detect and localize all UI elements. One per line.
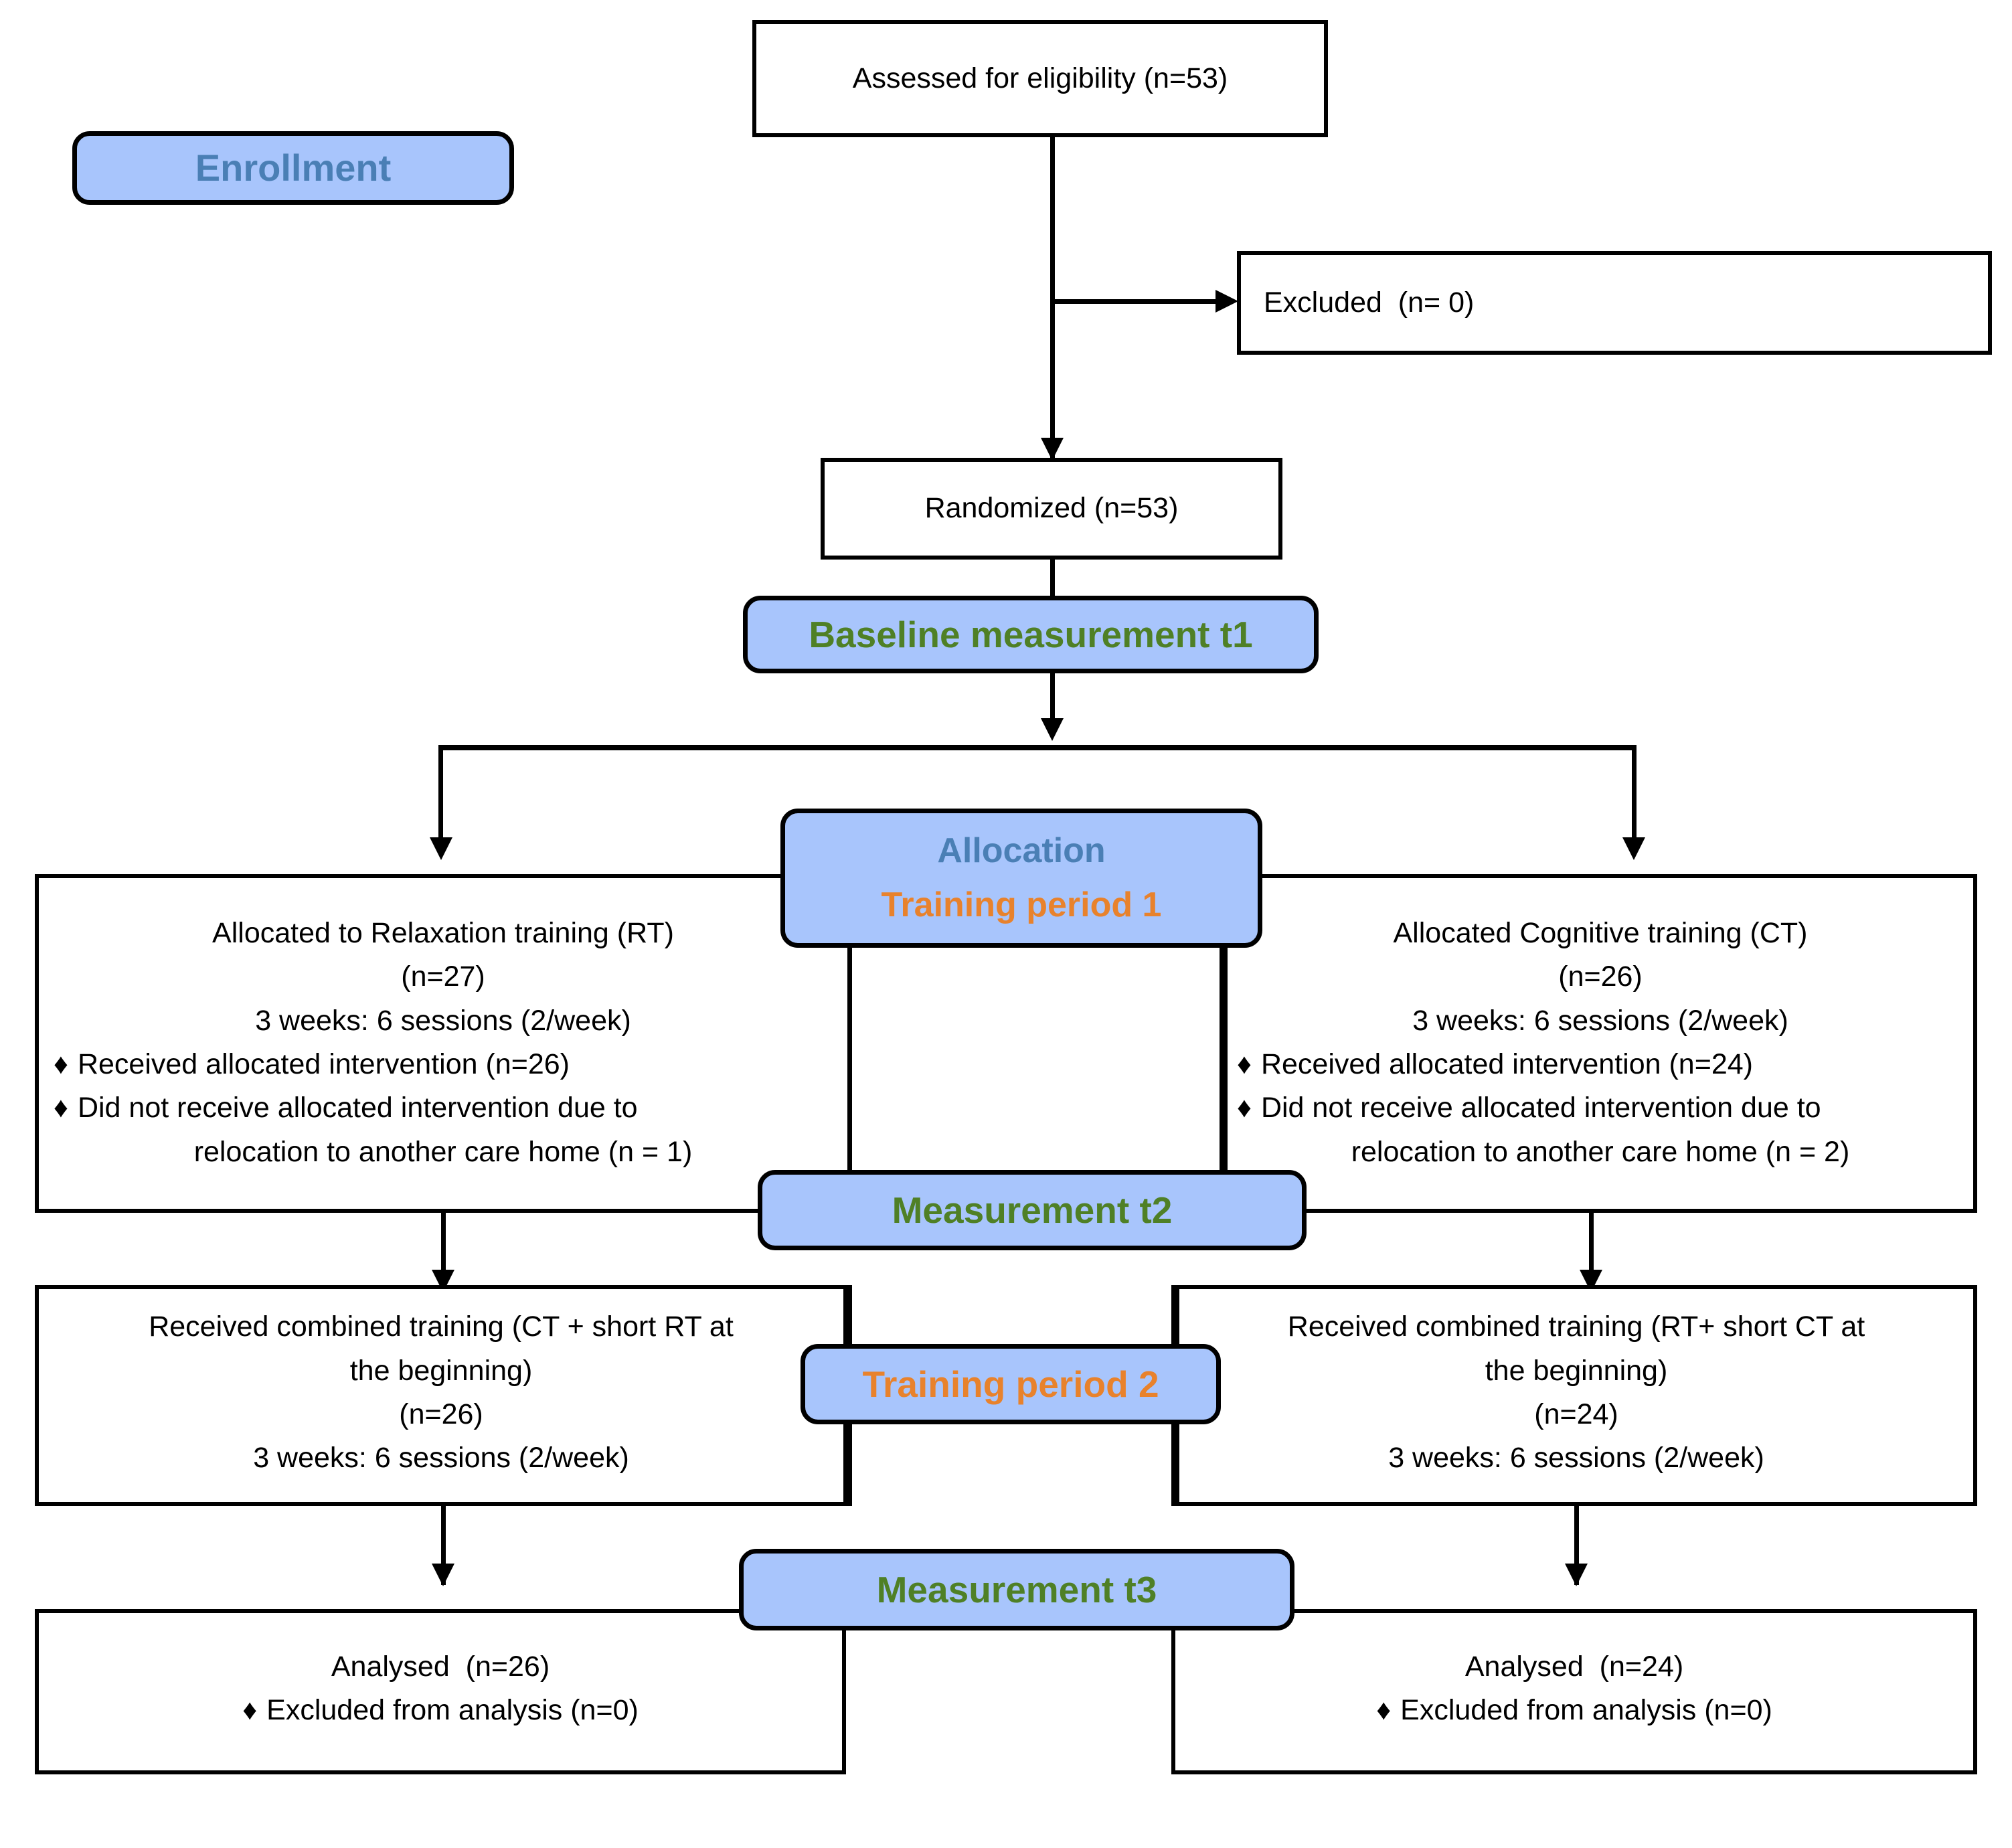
arrowhead-combined-left-to-analysed-left <box>432 1564 454 1586</box>
node-allocated-left-line-1: (n=27) <box>401 960 485 993</box>
node-allocated-left-bullet-1-text: Did not receive allocated intervention d… <box>77 1092 638 1124</box>
node-combined-right-line-2: (n=24) <box>1534 1398 1618 1430</box>
node-allocated-right-bullet-0: ♦Received allocated intervention (n=24) <box>1228 1043 1753 1086</box>
node-combined-left-line-2: (n=26) <box>399 1398 483 1430</box>
connector-randomized-to-baseline <box>1050 560 1055 601</box>
bullet-diamond-icon: ♦ <box>54 1092 68 1124</box>
node-allocated-left-bullet-0-text: Received allocated intervention (n=26) <box>77 1048 570 1081</box>
arrowhead-split-left <box>430 837 452 860</box>
node-allocated-left-line-0: Allocated to Relaxation training (RT) <box>212 917 674 949</box>
arrowhead-baseline-to-split <box>1041 718 1064 741</box>
node-analysed-left-line-0: Analysed (n=26) <box>331 1651 550 1683</box>
bullet-diamond-icon: ♦ <box>1376 1694 1392 1727</box>
node-randomized-line-0: Randomized (n=53) <box>924 492 1179 525</box>
stage-badge-enrollment: Enrollment <box>72 131 514 205</box>
node-analysed-right-bullet-0-text: Excluded from analysis (n=0) <box>1400 1694 1772 1727</box>
node-combined-training-left: Received combined training (CT + short R… <box>35 1285 847 1506</box>
connector-baseline-to-split <box>1050 673 1055 722</box>
connector-split-right-drop <box>1632 745 1637 847</box>
node-allocated-right-bullet-continuation: relocation to another care home (n = 2) <box>1351 1135 1850 1168</box>
stage-badge-measurement-t2: Measurement t2 <box>758 1170 1307 1250</box>
arrowhead-assessed-to-randomized <box>1041 438 1064 460</box>
arrowhead-combined-right-to-analysed-right <box>1565 1564 1588 1586</box>
stage-badge-allocation: Allocation Training period 1 <box>780 809 1262 948</box>
node-allocated-left-bullet-0: ♦ Received allocated intervention (n=26) <box>39 1043 570 1086</box>
connector-combined-right-to-analysed-right <box>1574 1506 1579 1585</box>
node-allocated-right-bullet-1-text: Did not receive allocated intervention d… <box>1260 1092 1821 1124</box>
node-allocated-right-line-2: 3 weeks: 6 sessions (2/week) <box>1412 1004 1788 1037</box>
stage-badge-training-period-2-label: Training period 2 <box>862 1363 1159 1405</box>
node-analysed-right-bullet-0: ♦Excluded from analysis (n=0) <box>1376 1689 1772 1732</box>
node-allocated-left-bullet-continuation: relocation to another care home (n = 1) <box>193 1135 693 1168</box>
stage-badge-measurement-t2-label: Measurement t2 <box>892 1189 1173 1231</box>
node-randomized: Randomized (n=53) <box>821 458 1282 560</box>
node-allocated-right-bullet-0-text: Received allocated intervention (n=24) <box>1260 1048 1753 1081</box>
node-excluded-line-0: Excluded (n= 0) <box>1264 286 1475 319</box>
node-allocated-right-line-1: (n=26) <box>1558 960 1643 993</box>
node-combined-right-line-0: Received combined training (RT+ short CT… <box>1287 1311 1865 1343</box>
bullet-diamond-icon: ♦ <box>242 1694 258 1727</box>
connector-allocated-right-to-combined-right <box>1589 1213 1594 1286</box>
stage-badge-training-period-2: Training period 2 <box>801 1344 1221 1424</box>
node-allocated-cognitive-training: Allocated Cognitive training (CT) (n=26)… <box>1224 874 1977 1213</box>
stage-badge-baseline-label: Baseline measurement t1 <box>809 613 1253 655</box>
stage-badge-baseline-measurement: Baseline measurement t1 <box>743 596 1319 673</box>
stage-badge-allocation-label: Allocation <box>937 831 1106 870</box>
node-assessed-for-eligibility: Assessed for eligibility (n=53) <box>752 20 1328 137</box>
node-combined-right-line-3: 3 weeks: 6 sessions (2/week) <box>1388 1442 1764 1475</box>
node-excluded: Excluded (n= 0) <box>1237 251 1992 355</box>
stage-badge-training-period-1-label: Training period 1 <box>881 886 1162 924</box>
node-combined-left-line-1: the beginning) <box>349 1354 533 1387</box>
node-combined-training-right: Received combined training (RT+ short CT… <box>1175 1285 1977 1506</box>
bullet-diamond-icon: ♦ <box>54 1048 68 1081</box>
connector-assessed-to-excluded <box>1050 299 1231 304</box>
connector-center-right-rail <box>1220 946 1224 1213</box>
stage-badge-measurement-t3-label: Measurement t3 <box>876 1568 1157 1610</box>
node-analysed-left-bullet-0: ♦Excluded from analysis (n=0) <box>242 1689 639 1732</box>
stage-badge-measurement-t3: Measurement t3 <box>739 1549 1294 1630</box>
node-combined-left-line-0: Received combined training (CT + short R… <box>149 1311 734 1343</box>
node-analysed-right: Analysed (n=24) ♦Excluded from analysis … <box>1171 1609 1977 1774</box>
node-allocated-relaxation-training: Allocated to Relaxation training (RT) (n… <box>35 874 851 1213</box>
node-combined-left-line-3: 3 weeks: 6 sessions (2/week) <box>253 1442 629 1475</box>
connector-split-left-drop <box>438 745 443 847</box>
node-combined-right-line-1: the beginning) <box>1485 1354 1668 1387</box>
arrowhead-split-right <box>1622 837 1645 860</box>
node-allocated-left-bullet-1: ♦ Did not receive allocated intervention … <box>39 1086 638 1130</box>
connector-split-horizontal <box>438 745 1637 750</box>
connector-assessed-to-randomized <box>1050 137 1055 460</box>
bullet-diamond-icon: ♦ <box>1237 1048 1252 1081</box>
node-assessed-line-0: Assessed for eligibility (n=53) <box>852 62 1228 94</box>
node-analysed-left: Analysed (n=26) ♦Excluded from analysis … <box>35 1609 846 1774</box>
node-allocated-left-line-2: 3 weeks: 6 sessions (2/week) <box>255 1004 631 1037</box>
node-allocated-right-bullet-1: ♦Did not receive allocated intervention … <box>1228 1086 1821 1130</box>
node-analysed-left-bullet-0-text: Excluded from analysis (n=0) <box>266 1694 639 1727</box>
connector-combined-left-to-analysed-left <box>441 1506 446 1585</box>
connector-allocated-left-to-combined-left <box>441 1213 446 1286</box>
node-allocated-right-line-0: Allocated Cognitive training (CT) <box>1393 917 1808 949</box>
stage-badge-enrollment-label: Enrollment <box>195 146 392 189</box>
bullet-diamond-icon: ♦ <box>1237 1092 1252 1124</box>
node-analysed-right-line-0: Analysed (n=24) <box>1464 1651 1684 1683</box>
arrowhead-to-excluded <box>1215 290 1238 313</box>
